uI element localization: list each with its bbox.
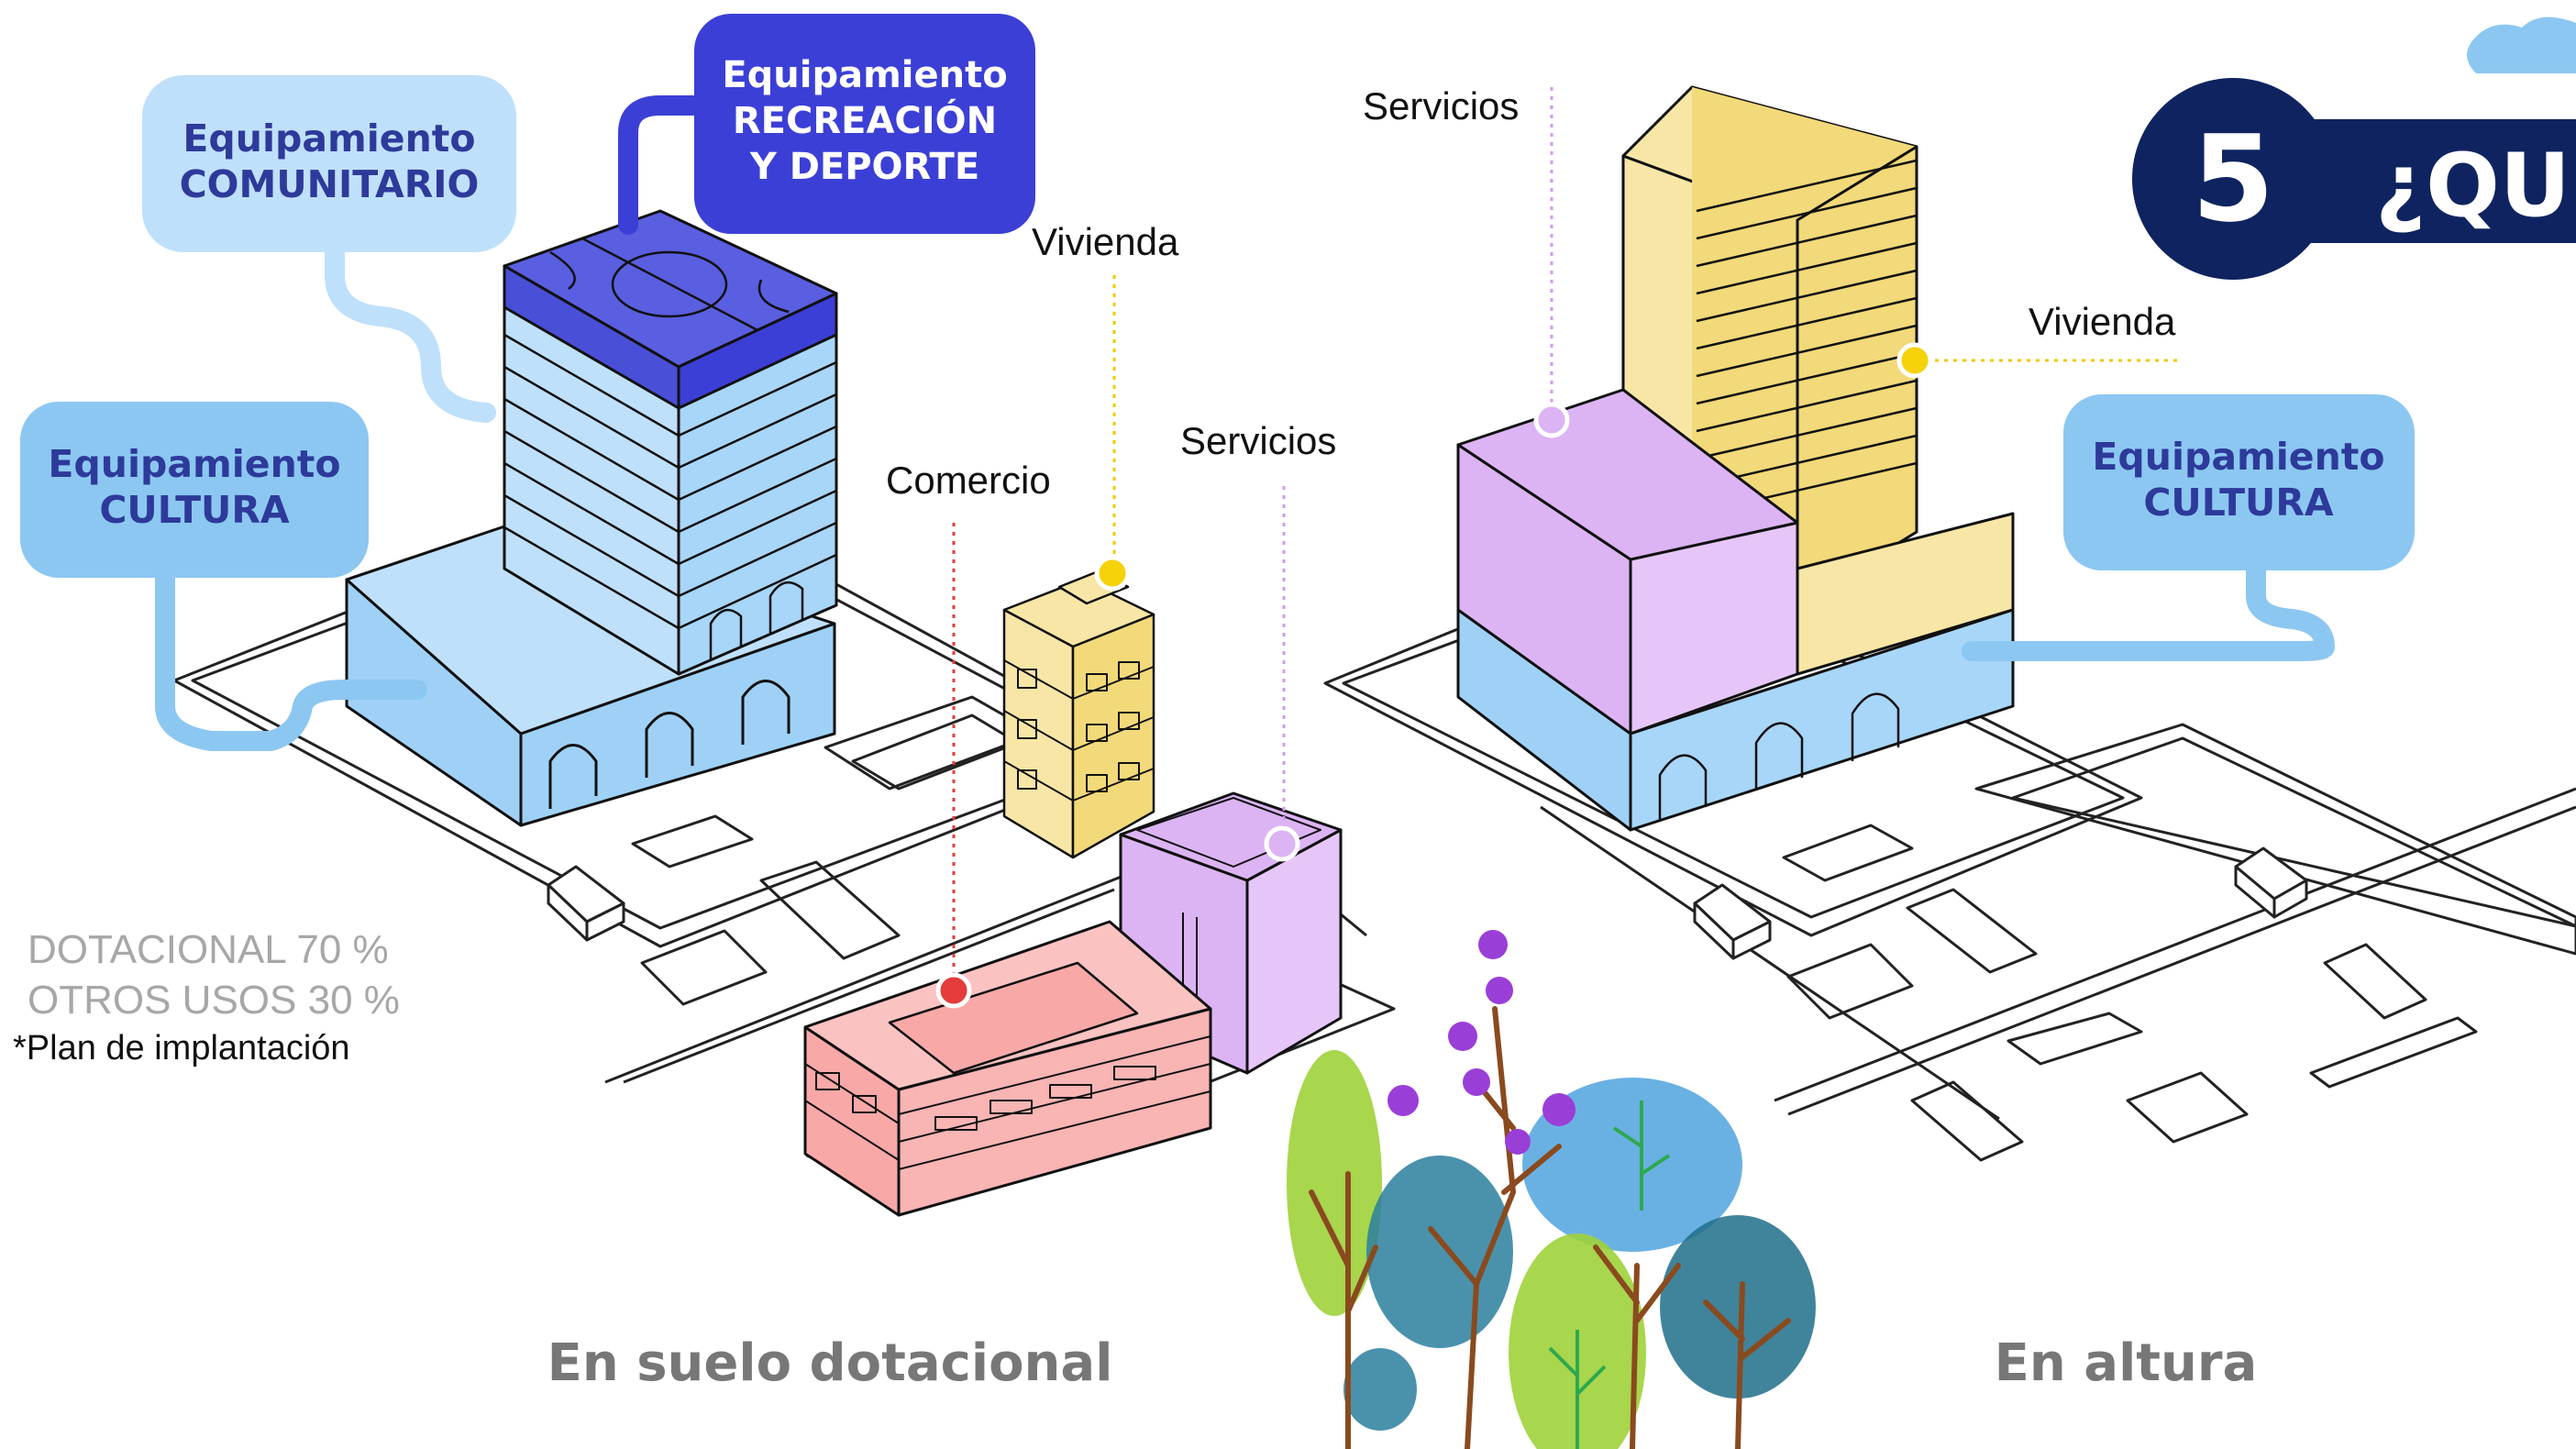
label-vivienda-right: Vivienda [2029, 300, 2176, 343]
bubble-recreacion-line3: Y DEPORTE [749, 146, 979, 188]
stat-otros-usos: OTROS USOS 30 % [28, 978, 400, 1023]
bubble-comunitario: Equipamiento COMUNITARIO [142, 75, 516, 252]
label-vivienda-left: Vivienda [1032, 220, 1179, 263]
bubble-cultura-left-line2: CULTURA [99, 488, 290, 532]
caption-suelo-dotacional: En suelo dotacional [547, 1333, 1113, 1393]
label-servicios-right: Servicios [1363, 84, 1519, 127]
vivienda-small-building [1002, 569, 1155, 859]
bubble-comunitario-line1: Equipamiento [182, 116, 475, 160]
trees-illustration [1287, 930, 1816, 1449]
bubble-cultura-right-line1: Equipamiento [2092, 435, 2384, 479]
label-comercio: Comercio [886, 459, 1051, 502]
stat-note: *Plan de implantación [13, 1029, 350, 1067]
bubble-cultura-right-line2: CULTURA [2143, 481, 2334, 525]
bubble-connectors [155, 95, 2335, 751]
section-badge: 5 ¿QU [2132, 17, 2576, 280]
leader-dots [935, 342, 1933, 1009]
bubble-cultura-left: Equipamiento CULTURA [20, 402, 369, 578]
caption-en-altura: En altura [1995, 1333, 2258, 1393]
bubble-cultura-left-line1: Equipamiento [48, 442, 340, 486]
bubble-comunitario-line2: COMUNITARIO [180, 162, 480, 206]
badge-text: ¿QU [2375, 136, 2570, 237]
comunitario-tower [503, 209, 838, 676]
badge-number: 5 [2192, 109, 2274, 249]
bubble-recreacion-line2: RECREACIÓN [733, 98, 997, 142]
bubble-recreacion-deporte: Equipamiento RECREACIÓN Y DEPORTE [694, 14, 1035, 234]
bubble-cultura-right: Equipamiento CULTURA [2063, 394, 2415, 570]
comercio-building [803, 920, 1212, 1217]
bubble-recreacion-line1: Equipamiento [722, 54, 1007, 96]
mixed-use-tower [1456, 85, 2015, 832]
label-servicios-left: Servicios [1180, 419, 1336, 462]
leader-lines [952, 87, 2183, 990]
cultura-base-building [345, 519, 836, 827]
stat-dotacional: DOTACIONAL 70 % [28, 927, 389, 972]
